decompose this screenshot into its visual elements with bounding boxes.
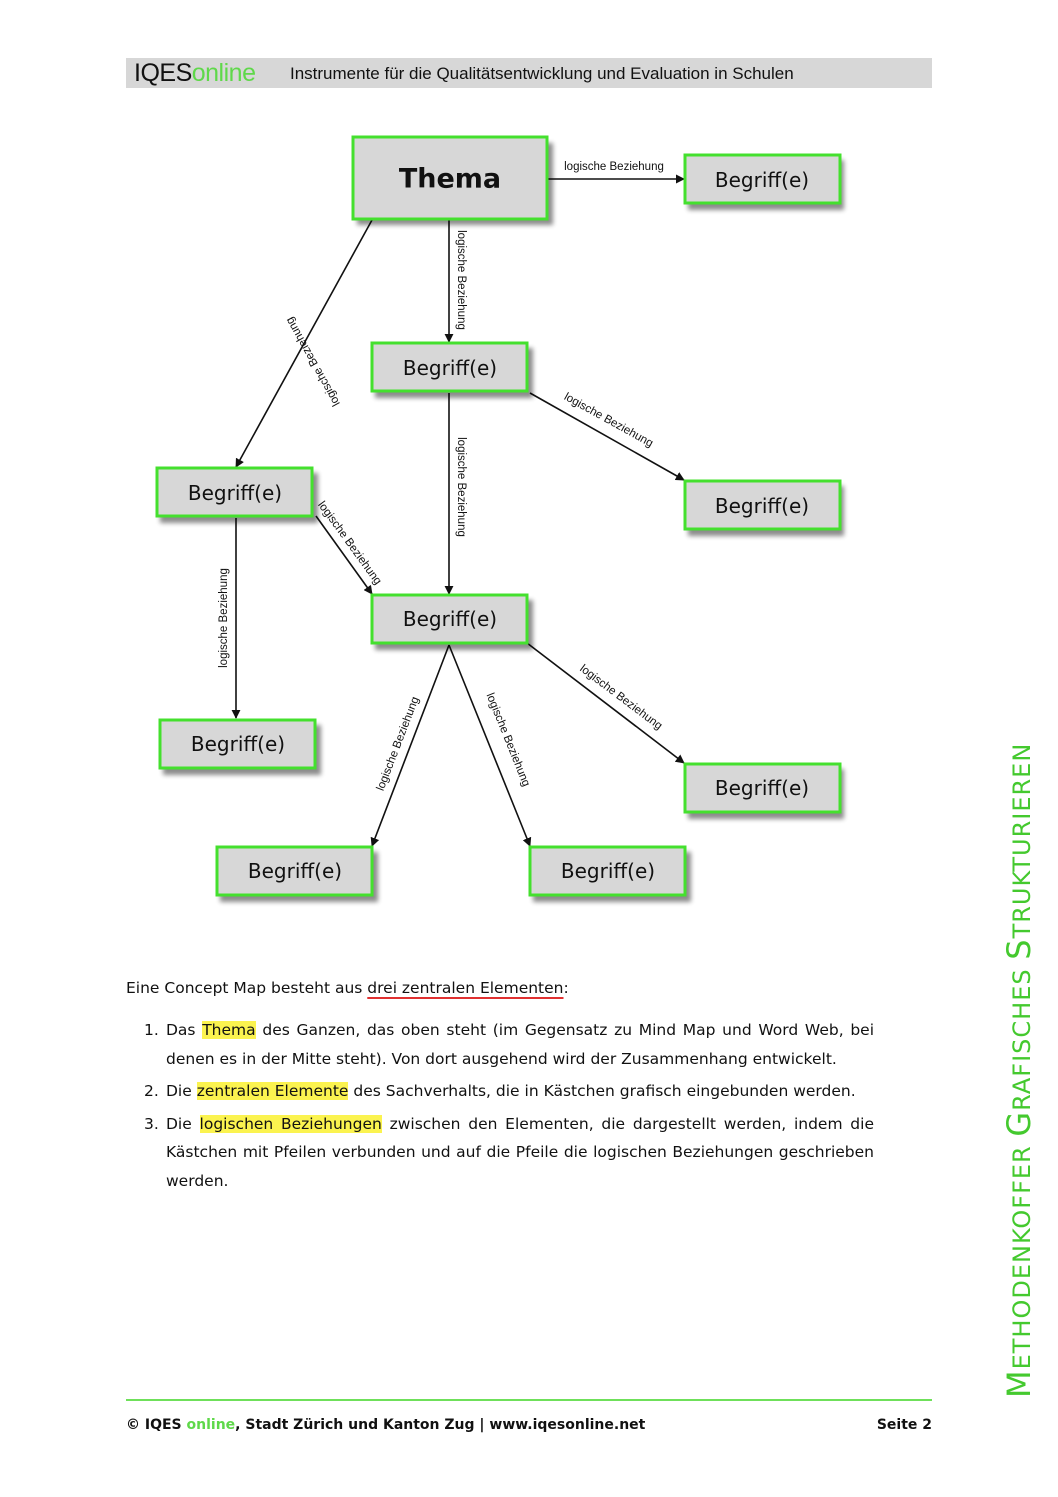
concept-label: Begriff(e): [248, 859, 342, 883]
topic-box: Thema: [351, 135, 553, 225]
relation-label: logische Beziehung: [562, 391, 655, 450]
iqes-logo: IQESonline: [134, 59, 256, 87]
highlighted-term: zentralen Elemente: [196, 1082, 349, 1100]
relation-label: logische Beziehung: [564, 161, 664, 173]
list-text: Das: [166, 1021, 203, 1039]
side-title-rest: ethodenkoffer: [1008, 1145, 1036, 1370]
list-item: 2. Die zentralen Elemente des Sachverhalt…: [144, 1077, 874, 1106]
footer-copyright: © IQES online, Stadt Zürich und Kanton Z…: [126, 1417, 645, 1433]
side-title-initial: G: [1000, 1110, 1038, 1137]
logo-accent: online: [191, 59, 256, 87]
concept-label: Begriff(e): [715, 494, 809, 518]
footer-rest: , Stadt Zürich und Kanton Zug | www.iqes…: [235, 1417, 646, 1433]
highlighted-term: logischen Beziehungen: [199, 1114, 382, 1133]
concept-label: Begriff(e): [561, 859, 655, 883]
list-item: 1. Das Thema des Ganzen, das oben steht (…: [144, 1016, 874, 1073]
concept-map-diagram: logische Beziehung logische Beziehung lo…: [155, 135, 844, 902]
concept-box-right: Begriff(e): [683, 479, 844, 536]
relation-label: logische Beziehung: [455, 230, 467, 330]
concept-box-left: Begriff(e): [155, 466, 318, 523]
concept-box-middle: Begriff(e): [370, 593, 533, 650]
header-title: Instrumente für die Qualitätsentwicklung…: [290, 64, 794, 83]
intro-underlined: drei zentralen Elementen: [367, 979, 564, 997]
arrow-center-to-right: [529, 392, 685, 481]
logo-main: IQES: [134, 59, 192, 87]
concept-label: Begriff(e): [715, 776, 809, 800]
arrow-middle-to-bottom-left: [370, 644, 450, 847]
relation-label: logische Beziehung: [284, 315, 343, 408]
topic-label: Thema: [399, 164, 501, 195]
list-text: des Sachverhalts, die in Kästchen grafis…: [348, 1082, 856, 1100]
relation-label: logische Beziehung: [315, 499, 383, 587]
intro-colon: :: [563, 979, 569, 997]
arrow-middle-to-bottom-right: [448, 644, 532, 847]
intro-paragraph: Eine Concept Map besteht aus drei zentra…: [126, 976, 569, 1000]
concept-box-bottom-right: Begriff(e): [528, 845, 691, 902]
concept-label: Begriff(e): [188, 481, 282, 505]
concept-label: Begriff(e): [191, 732, 285, 756]
concept-box-bottom-left: Begriff(e): [215, 845, 378, 902]
list-text: Die: [166, 1082, 197, 1100]
concept-label: Begriff(e): [403, 607, 497, 631]
side-title-initial: M: [1000, 1369, 1038, 1398]
side-title-rest: rafisches: [1008, 968, 1036, 1111]
relation-label: logische Beziehung: [577, 663, 664, 733]
list-number: 1.: [144, 1021, 159, 1039]
concept-label: Begriff(e): [715, 168, 809, 192]
footer-accent: online: [186, 1417, 236, 1433]
footer-copyright-text: © IQES: [126, 1417, 187, 1433]
page-header: IQESonline Instrumente für die Qualitäts…: [126, 58, 932, 88]
highlighted-term: Thema: [202, 1021, 256, 1039]
list-number: 2.: [144, 1082, 159, 1100]
footer-divider: [126, 1399, 932, 1401]
concept-label: Begriff(e): [403, 356, 497, 380]
concept-box-lower-right: Begriff(e): [683, 762, 844, 819]
list-item: 3. Die logischen Beziehungen zwischen den…: [144, 1110, 874, 1196]
elements-list: 1. Das Thema des Ganzen, das oben steht (…: [144, 1016, 874, 1199]
relation-label: logische Beziehung: [484, 691, 532, 788]
list-text: Die: [166, 1114, 200, 1133]
list-number: 3.: [144, 1114, 159, 1133]
concept-box-lower-left: Begriff(e): [158, 718, 321, 775]
concept-box-top-right: Begriff(e): [683, 153, 844, 210]
concept-box-center: Begriff(e): [370, 341, 533, 398]
arrow-left-to-middle: [315, 515, 373, 595]
arrow-middle-to-right: [526, 642, 685, 764]
side-title-rest: trukturieren: [1008, 742, 1036, 939]
list-text: des Ganzen, das oben steht (im Gegensatz…: [166, 1021, 874, 1068]
relation-label: logische Beziehung: [218, 568, 230, 668]
side-title-initial: S: [1000, 938, 1038, 960]
list-text: zwischen den Elementen, die dargestellt …: [166, 1114, 874, 1190]
page-number: Seite 2: [876, 1417, 932, 1433]
relation-label: logische Beziehung: [455, 437, 467, 537]
intro-text: Eine Concept Map besteht aus: [126, 979, 368, 997]
arrow-topic-to-left: [235, 219, 373, 468]
side-title: Methodenkoffer Grafisches Strukturieren: [1000, 743, 1038, 1398]
